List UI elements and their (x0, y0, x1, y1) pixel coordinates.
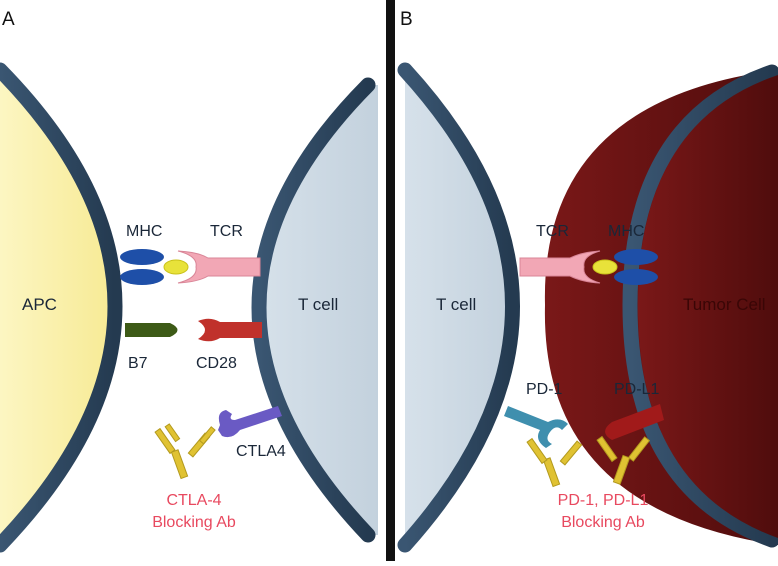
ctla4-antibody (154, 423, 216, 480)
panel-divider (386, 0, 395, 561)
pd-ab-line1: PD-1, PD-L1 (557, 492, 649, 509)
apc-label: APC (22, 295, 57, 314)
pdl1-label: PD-L1 (614, 381, 660, 398)
tcell-a-membrane (251, 77, 376, 543)
tcell-b-membrane (397, 62, 520, 553)
ctla4-ab-line1: CTLA-4 (166, 492, 222, 509)
b7-label: B7 (128, 355, 148, 372)
pd1-antibody (526, 437, 583, 488)
ctla4-label: CTLA4 (236, 443, 286, 460)
tumor-fill-inner (638, 75, 778, 538)
pdl1-antibody (596, 435, 651, 485)
tcr-a-label: TCR (210, 223, 243, 240)
ctla4-ab-label: CTLA-4 Blocking Ab (142, 490, 246, 534)
mhc-a-label: MHC (126, 223, 163, 240)
mhc-b-label: MHC (608, 223, 645, 240)
cd28-label: CD28 (196, 355, 237, 372)
tcr-molecule-a (177, 250, 261, 284)
tumor-cell-label: Tumor Cell (683, 295, 766, 314)
pdl1-molecule (605, 404, 664, 440)
apc-membrane (0, 62, 123, 553)
ctla4-molecule (218, 406, 282, 438)
tcell-b-label: T cell (436, 295, 477, 314)
panel-b-letter: B (400, 9, 413, 30)
tcr-molecule-b (519, 250, 601, 284)
panel-a-letter: A (2, 9, 15, 30)
pd-ab-line2: Blocking Ab (561, 514, 645, 531)
pd1-label: PD-1 (526, 381, 563, 398)
pd1-molecule (504, 406, 568, 448)
pd-ab-label: PD-1, PD-L1 Blocking Ab (528, 490, 678, 534)
b7-molecule (125, 323, 178, 337)
ctla4-ab-line2: Blocking Ab (152, 514, 236, 531)
tumor-membrane (622, 64, 778, 548)
tcell-a-label: T cell (298, 295, 339, 314)
cd28-molecule (198, 318, 262, 342)
mhc-molecule-a (120, 249, 189, 285)
mhc-molecule-b (592, 249, 658, 285)
tcr-b-label: TCR (536, 223, 569, 240)
